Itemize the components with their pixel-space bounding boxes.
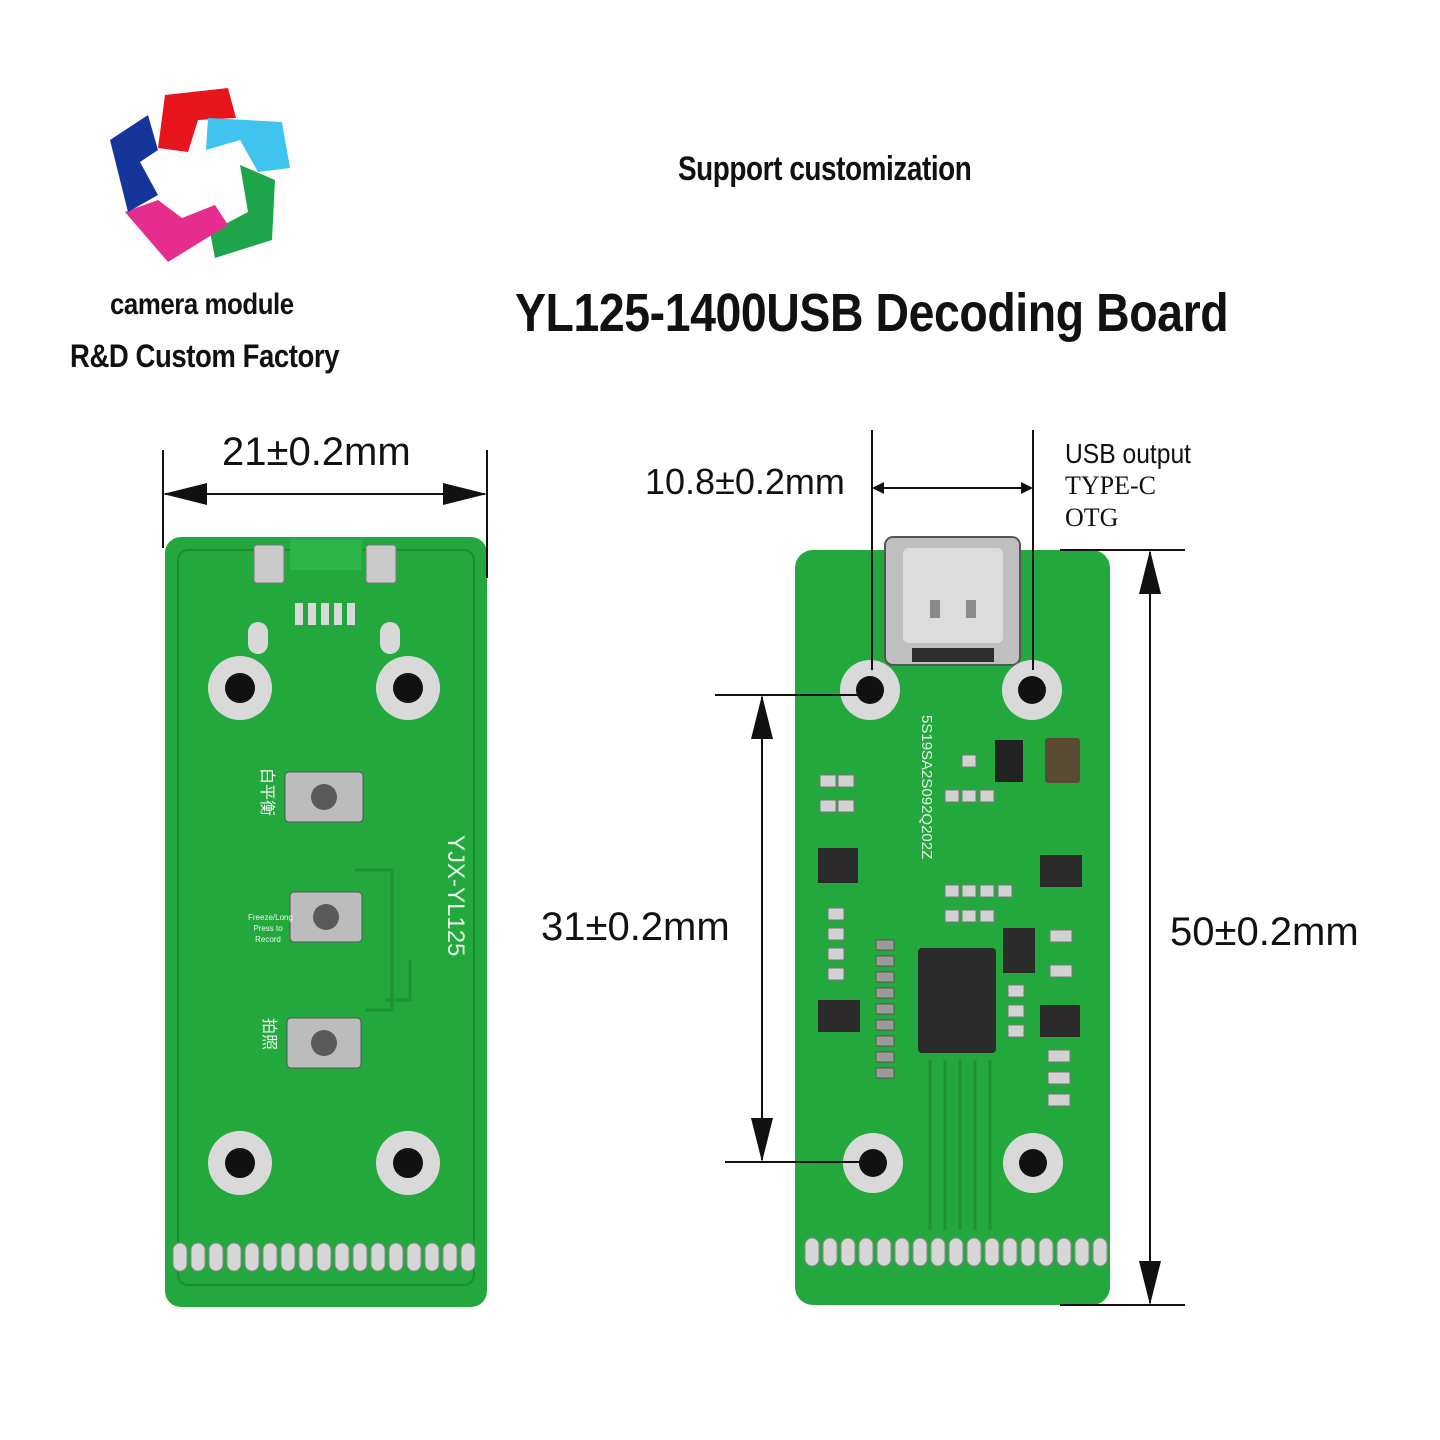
back-silkscreen: 5S19SA2S092Q202Z	[918, 715, 935, 859]
dimension-usb-width-label: 10.8±0.2mm	[645, 461, 845, 502]
front-silkscreen: YJX-YL125	[442, 835, 469, 956]
dimension-length-label: 50±0.2mm	[1170, 910, 1359, 954]
company-line2: R&D Custom Factory	[70, 338, 340, 374]
dimension-width-label: 21±0.2mm	[222, 430, 411, 474]
usb-note-line3: OTG	[1065, 503, 1119, 532]
usb-note: USB output TYPE-C OTG	[1065, 438, 1208, 534]
dimension-hole-spacing-label: 31±0.2mm	[541, 905, 730, 949]
usb-note-line2: TYPE-C	[1065, 471, 1156, 500]
page-title: YL125-1400USB Decoding Board	[515, 283, 1229, 343]
front-button-label-3: 拍照	[260, 1018, 279, 1050]
usb-note-line1: USB output	[1065, 438, 1192, 469]
subtitle: Support customization	[678, 150, 972, 188]
board-back	[795, 536, 1110, 1305]
board-front	[165, 537, 487, 1307]
front-button-label-2: Freeze/Long Press to Record	[248, 913, 293, 944]
front-button-label-1: 白平衡	[258, 768, 277, 816]
company-line1: camera module	[110, 288, 294, 321]
